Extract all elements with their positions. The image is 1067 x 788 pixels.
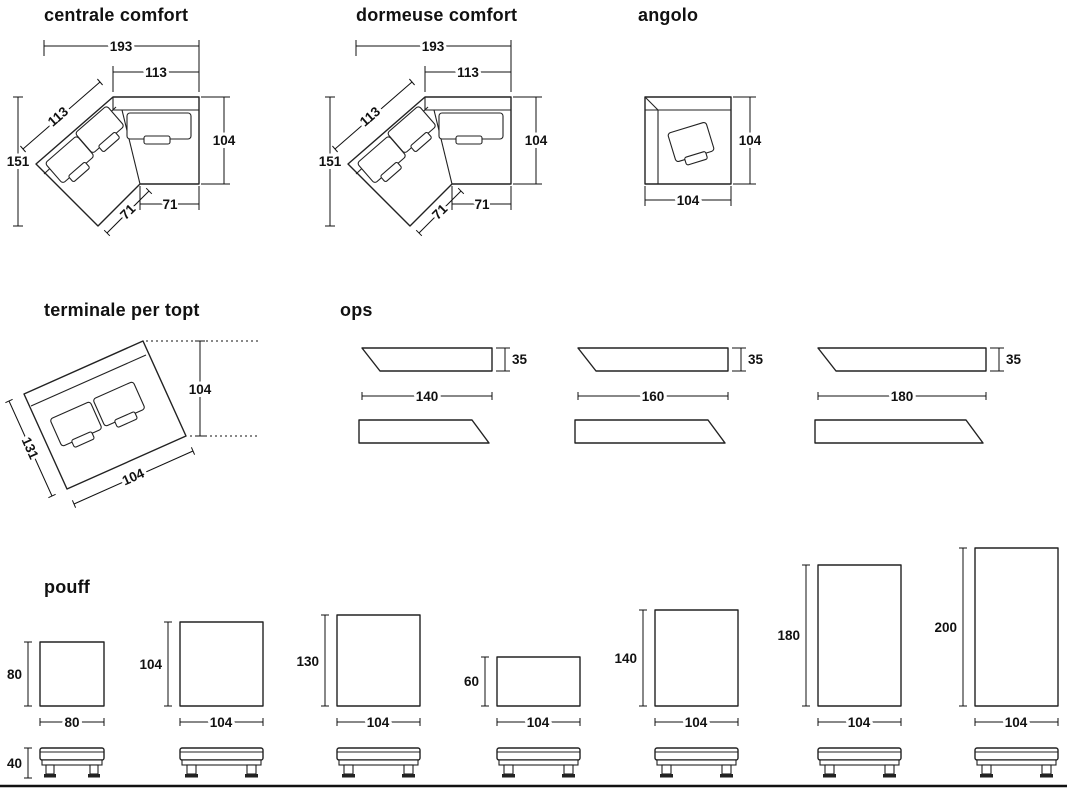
pouf-item: 80 80: [4, 641, 105, 779]
ops-item: 35 160: [574, 347, 767, 444]
ops-item: 35 140: [358, 347, 531, 444]
pouf-height-label: 80: [7, 667, 22, 682]
dim-label-depth: 104: [525, 133, 548, 148]
pouf-height-label: 180: [777, 628, 800, 643]
title-centrale: centrale comfort: [44, 5, 188, 25]
dim-label-diagonal: 113: [357, 103, 384, 129]
title-angolo: angolo: [638, 5, 698, 25]
dim-label-thickness: 35: [1006, 352, 1022, 367]
bench-height-label: 40: [7, 756, 22, 771]
pouf-item: 200 104: [931, 547, 1059, 779]
bench-height-dim: 40: [4, 747, 32, 779]
dim-label-width: 160: [642, 389, 665, 404]
dim-label-front-straight: 71: [474, 197, 490, 212]
dim-label-thickness: 35: [512, 352, 528, 367]
pouf-width-label: 80: [64, 715, 79, 730]
pouf-height-label: 200: [934, 620, 957, 635]
dim-label-front-straight: 71: [162, 197, 178, 212]
pouf-width-label: 104: [848, 715, 871, 730]
dim-label-width: 104: [677, 193, 700, 208]
pouf-width-label: 104: [367, 715, 390, 730]
dim-label-diagonal: 113: [45, 103, 72, 129]
pouf-item: 180 104: [774, 564, 902, 779]
ops-item: 35 180: [814, 347, 1025, 444]
pouf-height-label: 130: [296, 654, 319, 669]
pouf-height-label: 104: [139, 657, 162, 672]
dim-label-side: 131: [19, 435, 42, 462]
dim-label-seat-width: 113: [457, 65, 479, 80]
module-terminale: 104 131 104: [5, 340, 258, 508]
title-pouff: pouff: [44, 577, 91, 597]
title-dormeuse: dormeuse comfort: [356, 5, 517, 25]
pouf-width-label: 104: [210, 715, 233, 730]
dim-label-depth: 104: [739, 133, 762, 148]
pouf-width-label: 104: [527, 715, 550, 730]
dim-label-width: 140: [416, 389, 439, 404]
dim-label-depth: 104: [213, 133, 236, 148]
module-centrale: 193 113 113 151 104 71 71: [4, 36, 239, 237]
pouf-height-label: 140: [614, 651, 637, 666]
dim-label-overall-width: 193: [110, 39, 133, 54]
dim-label-left-height: 151: [319, 154, 342, 169]
pouf-item: 104 104: [136, 621, 264, 779]
dim-label-left-height: 151: [7, 154, 30, 169]
pouf-item: 140 104: [611, 609, 739, 779]
dim-label-seat-width: 113: [145, 65, 167, 80]
title-terminale: terminale per topt: [44, 300, 200, 320]
pouf-width-label: 104: [685, 715, 708, 730]
pouf-width-label: 104: [1005, 715, 1028, 730]
dim-label-width: 104: [120, 465, 147, 488]
dim-label-overall-width: 193: [422, 39, 445, 54]
dim-label-width: 180: [891, 389, 914, 404]
pouf-item: 130 104: [293, 614, 421, 779]
dim-label-thickness: 35: [748, 352, 764, 367]
pouf-item: 60 104: [461, 656, 581, 779]
module-dormeuse: 193 113 113 151 104 71 71: [316, 36, 551, 237]
title-ops: ops: [340, 300, 373, 320]
pouf-height-label: 60: [464, 674, 479, 689]
module-angolo: 104 104: [644, 96, 765, 211]
dim-label-depth: 104: [189, 382, 212, 397]
